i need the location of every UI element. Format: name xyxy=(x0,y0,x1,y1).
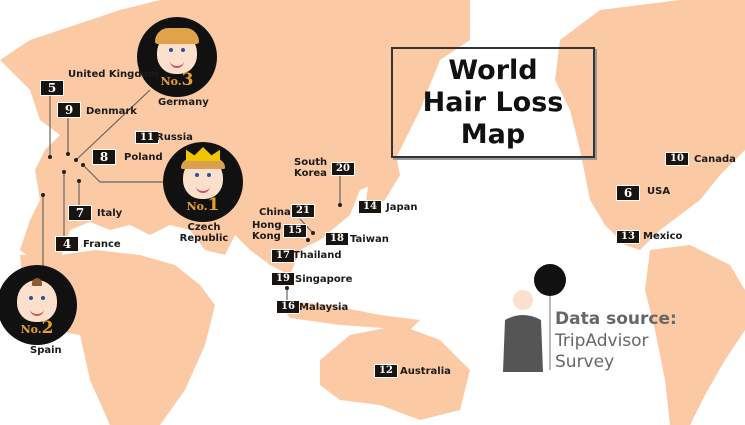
rank-badge: 12 xyxy=(374,364,398,378)
medal-no-1: No.1 xyxy=(166,145,240,219)
rank-badge: 20 xyxy=(331,162,355,176)
country-label: Czech Republic xyxy=(179,222,229,244)
rank-badge: 10 xyxy=(665,152,689,166)
country-label: France xyxy=(83,239,121,250)
rank-badge: 4 xyxy=(55,236,79,252)
rank-badge: 15 xyxy=(283,224,307,238)
pin-icon xyxy=(534,264,566,296)
rank-badge: 7 xyxy=(68,205,92,221)
country-label: China xyxy=(259,207,291,218)
hair-icon xyxy=(155,28,199,44)
title-line-3: Map xyxy=(460,119,526,150)
country-label: Germany xyxy=(158,97,209,108)
medal-no-2: No.2 xyxy=(0,268,74,342)
country-label: South Korea xyxy=(294,157,328,179)
rank-badge: 18 xyxy=(325,232,349,246)
rank-badge: 5 xyxy=(40,80,64,96)
rank-badge: 11 xyxy=(135,131,159,144)
rank-badge: 13 xyxy=(616,230,640,244)
country-label: Poland xyxy=(124,152,163,163)
country-label: Taiwan xyxy=(350,234,389,245)
data-source-line-2: Survey xyxy=(555,352,615,372)
country-label: USA xyxy=(647,186,671,197)
crown-icon xyxy=(186,147,220,161)
rank-badge: 14 xyxy=(358,200,382,214)
country-label: Thailand xyxy=(293,250,342,261)
country-label: Spain xyxy=(30,345,62,356)
country-label: Malaysia xyxy=(299,302,349,313)
rank-badge: 16 xyxy=(276,300,300,314)
country-label: Russia xyxy=(156,132,193,143)
rank-badge: 9 xyxy=(57,102,81,118)
rank-badge: 6 xyxy=(616,185,640,201)
title-line-2: Hair Loss xyxy=(422,87,564,118)
title-line-1: World xyxy=(448,55,538,86)
location-dots xyxy=(41,152,342,290)
japan-landmass xyxy=(365,150,400,210)
person-head-icon xyxy=(513,290,533,310)
indonesia-landmass xyxy=(275,300,420,330)
rank-badge: 21 xyxy=(291,204,315,218)
rank-badge: 17 xyxy=(271,249,295,263)
country-label: Denmark xyxy=(86,106,137,117)
country-label: Australia xyxy=(400,366,451,377)
north-america-landmass xyxy=(555,0,745,250)
country-label: United Kingdom xyxy=(68,69,159,80)
leader-lines xyxy=(42,89,341,300)
person-body-icon xyxy=(503,315,543,372)
country-label: Japan xyxy=(386,202,418,213)
country-label: Hong Kong xyxy=(252,220,282,242)
country-label: Italy xyxy=(97,208,123,219)
eurasia-landmass xyxy=(0,0,470,275)
data-source-label: Data source: xyxy=(555,309,677,329)
data-source-figure xyxy=(503,264,566,372)
medal-no-3: No.3 xyxy=(140,20,214,94)
data-source-line-1: TripAdvisor xyxy=(555,331,649,351)
country-label: Canada xyxy=(694,154,736,165)
hair-icon xyxy=(32,278,42,286)
rank-badge: 8 xyxy=(92,149,116,165)
south-america-landmass xyxy=(645,245,745,425)
rank-badge: 19 xyxy=(271,272,295,286)
map-title: World Hair Loss Map xyxy=(391,47,595,158)
country-label: Mexico xyxy=(643,231,683,242)
country-label: Singapore xyxy=(295,274,353,285)
